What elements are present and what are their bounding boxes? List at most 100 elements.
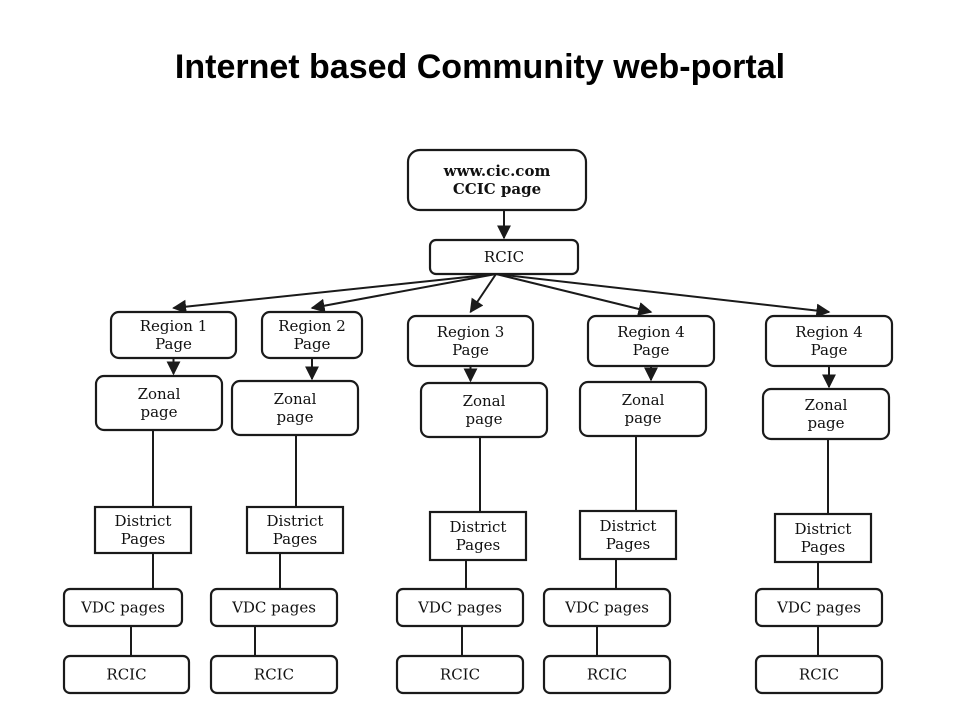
root-node-label: www.cic.com: [443, 162, 551, 180]
vdc-node-3-box: [395, 587, 525, 628]
region-node-2-box: [260, 310, 364, 360]
rcic-node-5-box: [754, 654, 884, 695]
vdc-node-2-label: VDC pages: [231, 599, 316, 617]
edge-hub-to-region-3: [469, 273, 497, 314]
zonal-node-2-label: Zonal: [274, 390, 317, 408]
district-node-5-label: Pages: [801, 538, 846, 556]
zonal-node-4-label: page: [624, 409, 661, 427]
district-node-3-label: District: [450, 518, 507, 536]
rcic-node-3: RCIC: [395, 654, 525, 695]
zonal-node-5-label: page: [807, 414, 844, 432]
rcic-node-3-label: RCIC: [440, 666, 480, 684]
hub-node-rcic: RCIC: [428, 238, 580, 276]
zonal-node-1-label: Zonal: [138, 385, 181, 403]
region-node-1-label: Region 1: [140, 317, 208, 335]
region-node-2-label: Region 2: [278, 317, 346, 335]
edge-hub-to-region-1: [172, 273, 497, 314]
region-node-2-label: Page: [294, 335, 331, 353]
rcic-node-4: RCIC: [542, 654, 672, 695]
zonal-node-5-label: Zonal: [805, 396, 848, 414]
zonal-node-4-label: Zonal: [622, 391, 665, 409]
zonal-node-4-box: [578, 380, 708, 438]
rcic-node-2: RCIC: [209, 654, 339, 695]
region-node-1-box: [109, 310, 238, 360]
vdc-node-3: VDC pages: [395, 587, 525, 628]
vdc-node-1-label: VDC pages: [80, 599, 165, 617]
rcic-node-1-label: RCIC: [106, 666, 146, 684]
rcic-node-1-box: [62, 654, 191, 695]
vdc-node-5-label: VDC pages: [776, 599, 861, 617]
rcic-node-4-box: [542, 654, 672, 695]
region-node-5-label: Region 4: [795, 323, 863, 341]
rcic-node-5-label: RCIC: [799, 666, 839, 684]
zonal-node-3-label: Zonal: [463, 392, 506, 410]
vdc-node-3-label: VDC pages: [417, 599, 502, 617]
rcic-node-2-label: RCIC: [254, 666, 294, 684]
rcic-node-2-box: [209, 654, 339, 695]
vdc-node-5: VDC pages: [754, 587, 884, 628]
district-node-5-box: [773, 512, 873, 564]
edge-hub-to-region-4: [495, 273, 653, 316]
district-node-3-label: Pages: [456, 536, 501, 554]
district-node-2-box: [245, 505, 345, 555]
region-node-3-box: [406, 314, 535, 368]
vdc-node-2-box: [209, 587, 339, 628]
root-node-label: CCIC page: [453, 180, 541, 198]
zonal-node-3-box: [419, 381, 549, 439]
region-node-5-label: Page: [811, 341, 848, 359]
vdc-node-1: VDC pages: [62, 587, 184, 628]
district-node-3-box: [428, 510, 528, 562]
district-node-4-box: [578, 509, 678, 561]
region-node-4-label: Region 4: [617, 323, 685, 341]
district-node-2-label: District: [267, 512, 324, 530]
zonal-node-2-box: [230, 379, 360, 437]
district-node-2-label: Pages: [273, 530, 318, 548]
region-node-4-box: [586, 314, 716, 368]
hub-node-rcic-box: [428, 238, 580, 276]
district-node-1-label: District: [115, 512, 172, 530]
page-title: Internet based Community web-portal: [174, 48, 786, 86]
district-node-1-box: [93, 505, 193, 555]
zonal-node-1-label: page: [140, 403, 177, 421]
district-node-4-label: District: [600, 517, 657, 535]
vdc-node-5-box: [754, 587, 884, 628]
district-node-5-label: District: [795, 520, 852, 538]
edge-hub-to-region-2: [310, 273, 497, 313]
region-node-1-label: Page: [155, 335, 192, 353]
region-node-4-label: Page: [633, 341, 670, 359]
rcic-node-3-box: [395, 654, 525, 695]
region-node-5-box: [764, 314, 894, 368]
region-node-3-label: Page: [452, 341, 489, 359]
vdc-node-4-box: [542, 587, 672, 628]
district-node-4-label: Pages: [606, 535, 651, 553]
district-node-1-label: Pages: [121, 530, 166, 548]
vdc-node-1-box: [62, 587, 184, 628]
vdc-node-2: VDC pages: [209, 587, 339, 628]
zonal-node-3-label: page: [465, 410, 502, 428]
rcic-node-1: RCIC: [62, 654, 191, 695]
rcic-node-4-label: RCIC: [587, 666, 627, 684]
rcic-node-5: RCIC: [754, 654, 884, 695]
hub-node-rcic-label: RCIC: [484, 248, 524, 266]
vdc-node-4: VDC pages: [542, 587, 672, 628]
zonal-node-2-label: page: [276, 408, 313, 426]
zonal-node-1-box: [94, 374, 224, 432]
zonal-node-5-box: [761, 387, 891, 441]
